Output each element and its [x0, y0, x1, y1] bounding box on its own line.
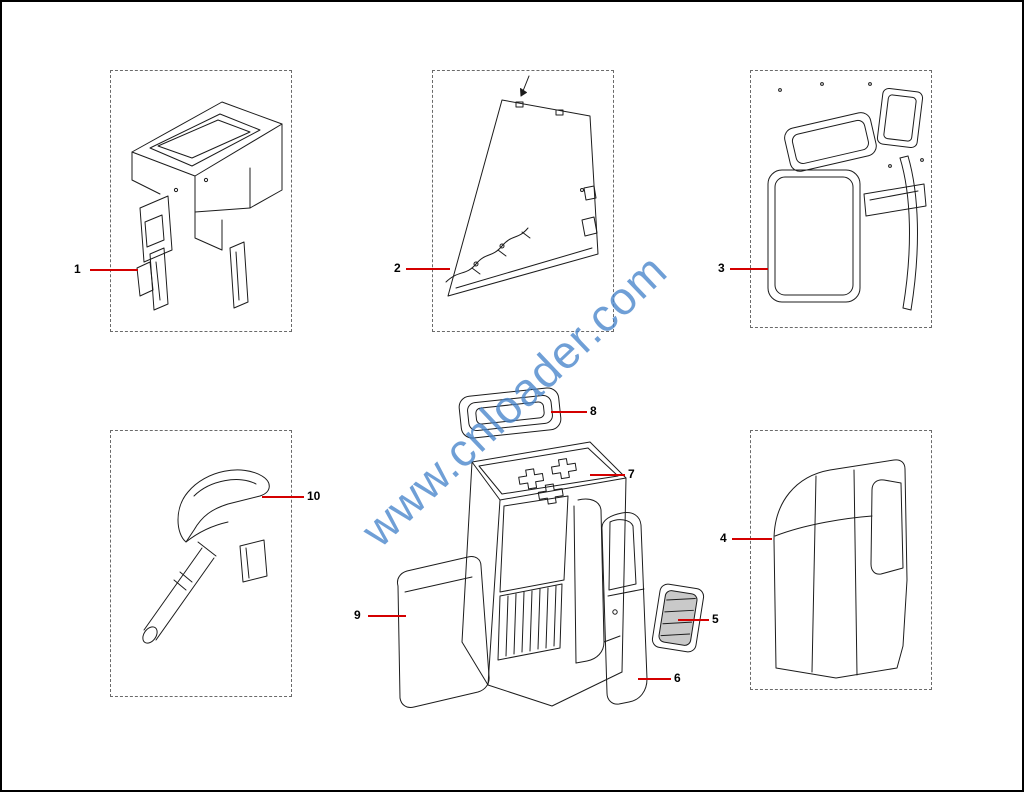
part-6-side-door	[601, 512, 648, 705]
callout-number-4: 4	[720, 531, 727, 545]
callout-number-1: 1	[74, 262, 81, 276]
leader-line-5	[678, 619, 709, 621]
part-4-drawing-cab-shell	[773, 459, 908, 679]
panel-box-part-2	[432, 70, 614, 332]
part-5-rear-window	[651, 583, 705, 653]
part-9-front-glass	[397, 556, 490, 708]
panel-box-part-4	[750, 430, 932, 690]
leader-line-1	[90, 269, 138, 271]
leader-line-8	[551, 411, 587, 413]
part-2-drawing-frame-harness	[445, 75, 599, 297]
part-8-roof-hatch	[458, 387, 562, 439]
callout-number-9: 9	[354, 608, 361, 622]
part-1-drawing-floor-assembly	[131, 101, 283, 311]
panel-box-part-10	[110, 430, 292, 697]
leader-line-6	[638, 678, 671, 680]
cab-exploded-assembly-drawing	[397, 387, 705, 708]
callout-number-8: 8	[590, 404, 597, 418]
panel-box-part-1	[110, 70, 292, 332]
callout-number-6: 6	[674, 671, 681, 685]
leader-line-7	[590, 474, 625, 476]
leader-line-2	[406, 268, 450, 270]
part-7-cab-frame	[461, 441, 627, 707]
leader-line-4	[732, 538, 772, 540]
leader-line-9	[368, 615, 406, 617]
callout-number-7: 7	[628, 467, 635, 481]
callout-number-3: 3	[718, 261, 725, 275]
part-3-drawing-panels	[767, 82, 927, 311]
callout-number-10: 10	[307, 489, 321, 503]
leader-line-10	[262, 496, 304, 498]
part-10-drawing-lever-column	[142, 469, 270, 644]
leader-line-3	[730, 268, 768, 270]
callout-number-2: 2	[394, 261, 401, 275]
callout-number-5: 5	[712, 612, 719, 626]
panel-box-part-3	[750, 70, 932, 328]
